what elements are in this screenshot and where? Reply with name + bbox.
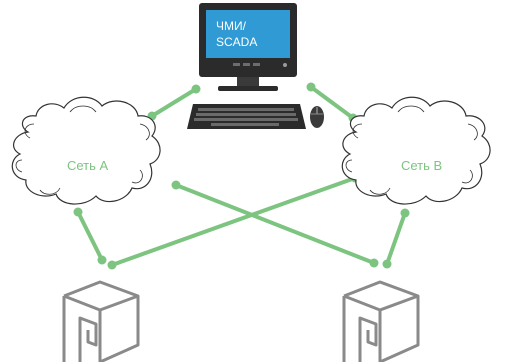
connections [76, 85, 407, 267]
link-network-b-device-right [385, 211, 407, 266]
device-right-icon [342, 280, 420, 362]
network-a-cloud-icon: Сеть А [11, 96, 161, 205]
workstation-icon: ЧМИ/ SCADA [187, 3, 324, 129]
keyboard-icon [187, 104, 306, 129]
monitor-screen [206, 10, 290, 58]
mouse-icon [310, 106, 324, 128]
network-b-label: Сеть В [401, 158, 442, 173]
link-network-a-device-right [174, 183, 376, 265]
link-network-a-device-left [76, 210, 104, 262]
network-a-label: Сеть А [67, 158, 109, 173]
link-network-b-device-left [110, 176, 357, 267]
device-left-icon [62, 280, 140, 362]
network-b-cloud-icon: Сеть В [341, 96, 491, 205]
link-hmi-network-a [150, 87, 198, 118]
screen-label-line2: SCADA [216, 35, 257, 49]
screen-label-line1: ЧМИ/ [216, 19, 247, 33]
link-hmi-network-b [309, 85, 355, 120]
